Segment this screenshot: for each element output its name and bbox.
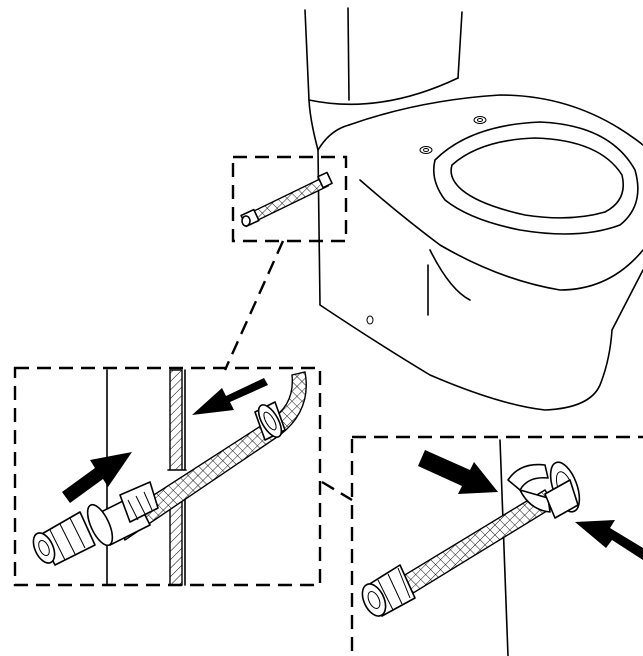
callout-connector [321,480,353,502]
overview-hose [240,171,333,228]
callout-connector [223,240,285,371]
detail-panel-left [13,366,322,587]
detail-panel-right [350,435,643,656]
fixing-hole [366,315,374,325]
overview-callout [231,155,348,243]
arrow-icon [575,520,643,560]
bolt-hole [419,146,433,154]
braided-hose [114,371,307,542]
bolt-hole [473,116,487,124]
arrow-icon [62,452,132,503]
arrow-icon [418,450,498,494]
toilet [304,7,643,411]
retaining-clip [507,463,549,491]
arrow-icon [192,378,268,415]
